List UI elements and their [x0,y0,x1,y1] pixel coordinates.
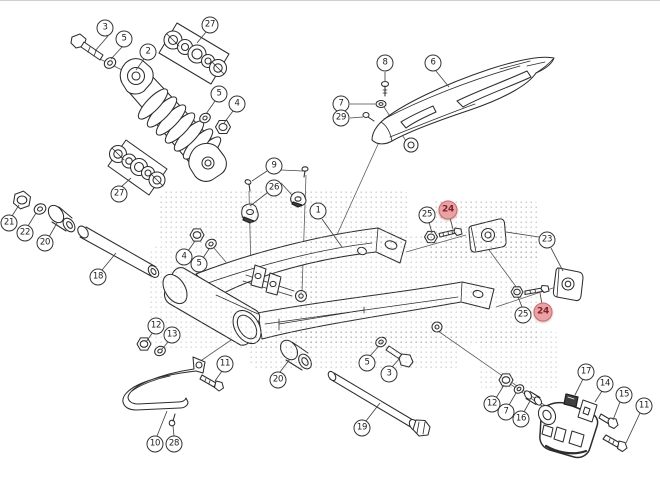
callout-25-up[interactable]: 25 [418,206,436,224]
shock-bolt-part [70,33,117,69]
callout-17[interactable]: 17 [577,363,595,381]
shock-spring [137,88,222,168]
callout-4-pivot[interactable]: 4 [175,248,193,266]
callout-28[interactable]: 28 [165,435,183,453]
callout-14[interactable]: 14 [596,375,614,393]
callout-29[interactable]: 29 [332,109,350,127]
callout-11-right[interactable]: 11 [635,397,653,415]
seal-kit-bottom-part [107,139,168,196]
shock-nut-part [199,112,232,135]
callout-4-shock[interactable]: 4 [228,95,246,113]
callout-26[interactable]: 26 [265,179,283,197]
callout-23[interactable]: 23 [538,231,556,249]
callout-24-up[interactable]: 24 [438,200,458,220]
leader-lines [11,31,641,444]
callout-8[interactable]: 8 [376,54,394,72]
callout-20-low[interactable]: 20 [269,371,287,389]
callout-1[interactable]: 1 [309,202,327,220]
callout-22[interactable]: 22 [16,224,34,242]
callout-2[interactable]: 2 [139,43,157,61]
callout-25-low[interactable]: 25 [514,306,532,324]
callout-12-right[interactable]: 12 [483,395,501,413]
callout-19[interactable]: 19 [353,419,371,437]
callout-3-bottom[interactable]: 3 [380,365,398,383]
callout-21[interactable]: 21 [0,214,18,232]
callout-13[interactable]: 13 [163,326,181,344]
callout-5-pivot[interactable]: 5 [190,255,208,273]
callout-18[interactable]: 18 [89,268,107,286]
callout-6[interactable]: 6 [424,54,442,72]
callout-5-bottom[interactable]: 5 [358,354,376,372]
callout-16[interactable]: 16 [512,410,530,428]
callout-9[interactable]: 9 [265,157,283,175]
callout-12-left[interactable]: 12 [147,317,165,335]
callout-24-low[interactable]: 24 [533,302,553,322]
callout-15[interactable]: 15 [615,386,633,404]
callout-5-top[interactable]: 5 [115,30,133,48]
seal-kit-top-part [158,22,230,85]
callout-27-low[interactable]: 27 [110,185,128,203]
callout-3-top[interactable]: 3 [96,19,114,37]
chain-guard-part [362,56,555,153]
callout-20-left[interactable]: 20 [36,234,54,252]
callout-10[interactable]: 10 [146,435,164,453]
shock-absorber-part [119,58,227,182]
callout-11-left[interactable]: 11 [216,355,234,373]
callout-5-shock[interactable]: 5 [210,85,228,103]
callout-27-top[interactable]: 27 [201,16,219,34]
watermark-dots [150,191,560,391]
